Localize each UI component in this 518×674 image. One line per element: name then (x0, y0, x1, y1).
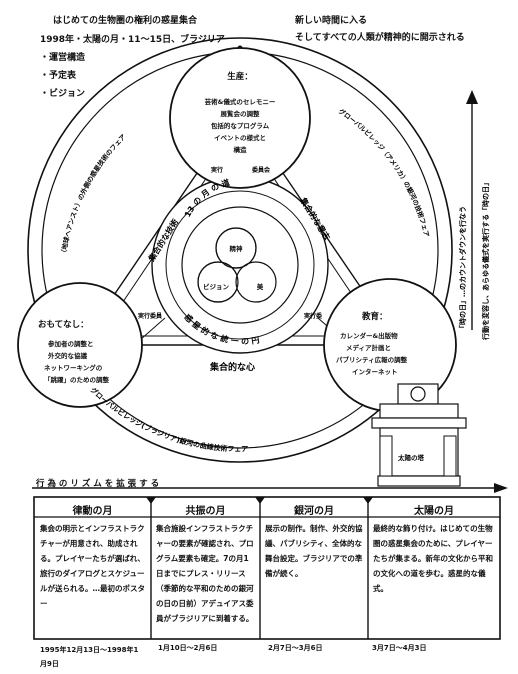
bottom-spoke-label: 集合的な心 (209, 361, 255, 373)
header-bullet-schedule: ・予定表 (40, 71, 77, 81)
left-circle-line1: 参加者の調整と (48, 340, 94, 348)
venn-right-label: 美 (256, 283, 264, 291)
header-right-line2: そしてすべての人類が精神的に開示される (295, 33, 465, 43)
small-label-3: 実行委員 (138, 312, 162, 320)
venn-right (235, 261, 277, 303)
header-title: はじめての生物圏の権利の惑星集合 (53, 16, 198, 26)
left-circle-line3: ネットワーキングの (44, 364, 103, 372)
top-circle-line1: 芸術&儀式のセレモニー (204, 98, 276, 106)
timeline-col3-body: 展示の制作。制作、外交的協議、パブリシティ、全体的な舞台設定。ブラジリアでの準備… (265, 524, 363, 578)
timeline-col2-date: 1月10日〜2月6日 (158, 644, 218, 652)
sun-tower: 太陽の塔 (371, 383, 467, 487)
timeline-col1-date: 1995年12月13日〜1998年1月9日 (40, 646, 139, 668)
right-circle-line3: パブリシティ広報の調整 (336, 356, 408, 364)
top-circle-line4: イベントの様式と (214, 134, 266, 142)
timeline-col1-title: 律動の月 (72, 506, 113, 517)
top-circle (169, 47, 311, 189)
outer-ring (27, 37, 453, 463)
vertical-left-label: 「時の日」…のカウントダウンを行なう (458, 206, 467, 332)
venn-left-label: ビジョン (203, 283, 229, 291)
left-circle (17, 282, 143, 408)
top-circle-line5: 構造 (233, 146, 247, 154)
header-dates: 1998年・太陽の月・11〜15日、ブラジリア (40, 35, 225, 45)
small-label-2: 委員会 (252, 166, 271, 174)
left-circle-line4: 「跳躍」のための調整 (44, 376, 109, 384)
timeline-col2-body: 集合施設インフラストラクチャーの要素が確認され、プログラム要素も確定。7の月1日… (156, 524, 254, 623)
timeline-col4-body: 最終的な飾り付け。はじめての生物圏の惑星集会のために、プレイヤーたちが集まる。新… (373, 524, 493, 593)
timeline-col3-date: 2月7日〜3月6日 (268, 644, 323, 652)
small-label-4: 実行委 (304, 312, 322, 320)
right-circle-line4: インターネット (352, 368, 398, 376)
left-circle-title: おもてなし： (38, 320, 89, 330)
timeline-col2-title: 共振の月 (185, 506, 226, 517)
small-label-1: 実行 (211, 166, 223, 174)
top-circle-line2: 展覧会の調整 (220, 110, 260, 118)
left-circle-line2: 外交的な協議 (48, 352, 87, 360)
right-circle-line2: メディア計画と (346, 344, 392, 352)
timeline-col4-date: 3月7日〜4月3日 (372, 644, 427, 652)
timeline-col4-title: 太陽の月 (414, 506, 454, 517)
top-circle-title: 生産： (227, 72, 253, 82)
timeline-col1-body: 集会の明示とインフラストラクチャーが用意され、助成される。プレイヤーたちが選ばれ… (40, 524, 145, 608)
header-right-line1: 新しい時間に入る (295, 16, 368, 26)
header-bullet-structure: ・運営構造 (40, 53, 86, 63)
right-circle-title: 教育： (362, 312, 388, 322)
right-circle-line1: カレンダー&出版物 (340, 332, 398, 340)
top-circle-line3: 包括的なプログラム (210, 122, 270, 130)
timeline-banner: 行 為 の リ ズ ム を 拡 張 す る (36, 479, 160, 489)
timeline-col3-title: 銀河の月 (294, 506, 334, 517)
tower-label: 太陽の塔 (397, 453, 425, 462)
vertical-right-label: 行動を変容し、あらゆる儀式を実行する「時の日」 (481, 179, 490, 341)
venn-top-label: 精神 (229, 245, 243, 253)
header-bullet-vision: ・ビジョン (40, 89, 86, 99)
inner-ring (181, 206, 299, 324)
middle-ring-inner (165, 190, 315, 340)
